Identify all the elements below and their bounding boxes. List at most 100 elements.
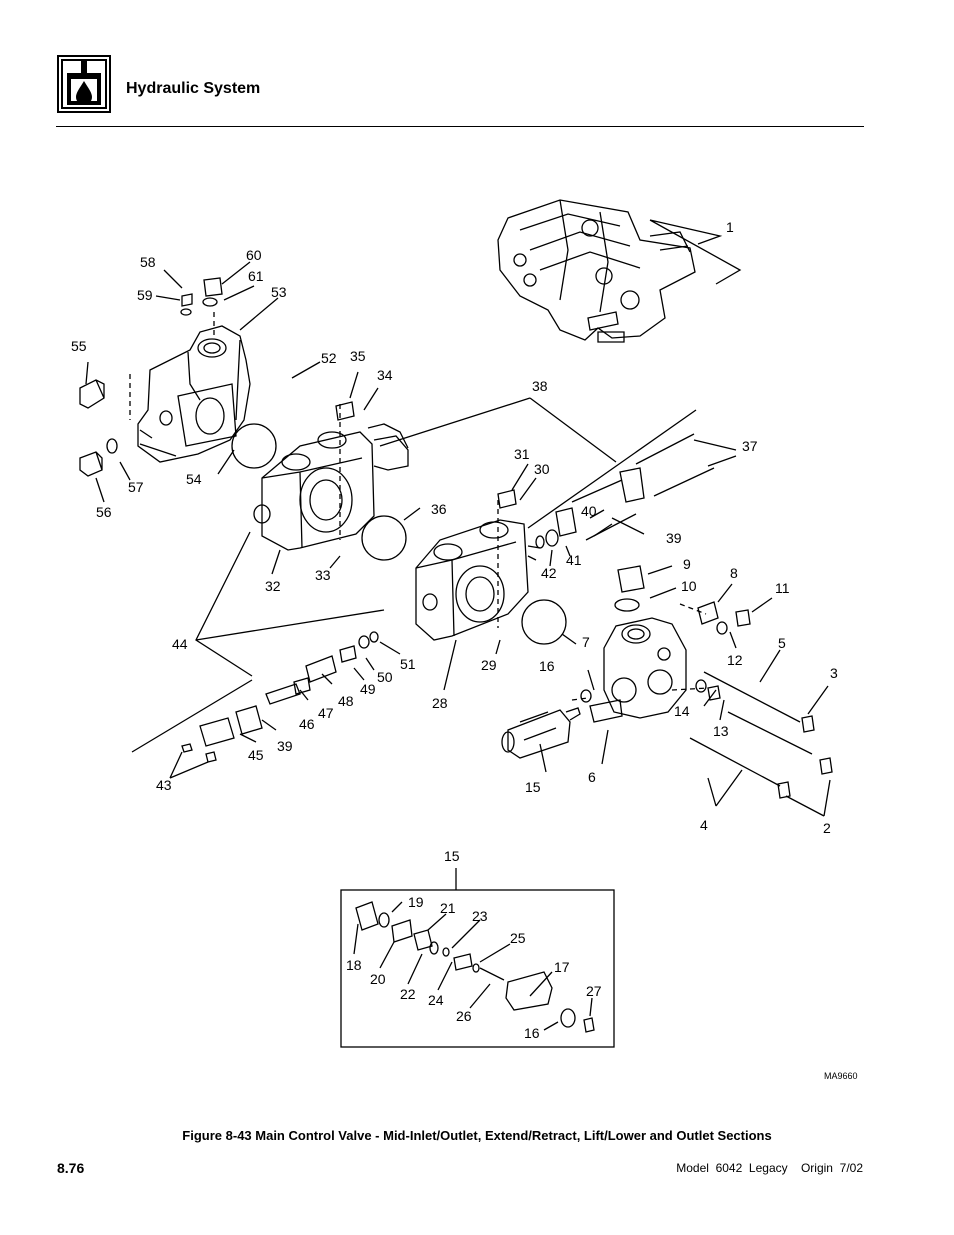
model-info: Model 6042 Legacy Origin 7/02: [676, 1161, 863, 1175]
callout-49: 49: [360, 681, 376, 697]
callout-5: 5: [778, 635, 786, 651]
screw-43a: [181, 743, 193, 753]
callout-47: 47: [318, 705, 334, 721]
gasket-39a: [619, 467, 645, 503]
callout-41: 41: [566, 552, 582, 568]
callout-18: 18: [346, 957, 362, 973]
part-47: [293, 677, 311, 695]
fitting-58: [181, 293, 193, 307]
callout-26: 26: [456, 1008, 472, 1024]
bracket-38: [379, 397, 617, 463]
leader-1: [649, 219, 742, 285]
callout-1: 1: [726, 219, 734, 235]
rod-37a: [635, 433, 695, 465]
fitting-13: [707, 685, 721, 701]
assembled-valve-drawing: [497, 199, 696, 343]
callout-9: 9: [683, 556, 691, 572]
callout-8: 8: [730, 565, 738, 581]
relief-valve-drawing: [501, 707, 581, 759]
callout-20: 20: [370, 971, 386, 987]
callout-53: 53: [271, 284, 287, 300]
screw-43b: [205, 751, 217, 763]
gasket-39b: [555, 507, 577, 537]
callout-11: 11: [775, 580, 790, 596]
callout-24: 24: [428, 992, 444, 1008]
hydraulic-logo-icon: [57, 55, 111, 113]
o-ring-7: [521, 599, 567, 645]
callout-4: 4: [700, 817, 708, 833]
bracket-37-39: [527, 409, 697, 529]
bracket-43: [131, 679, 253, 779]
callout-2: 2: [823, 820, 831, 836]
callout-42: 42: [541, 565, 557, 581]
callout-31: 31: [514, 446, 530, 462]
part-46: [265, 683, 301, 705]
inset-box: [340, 889, 615, 1048]
drawing-code: MA9660: [824, 1071, 858, 1081]
bracket-2: [785, 779, 831, 817]
callout-52: 52: [321, 350, 337, 366]
callout-57: 57: [128, 479, 144, 495]
callout-36: 36: [431, 501, 447, 517]
bracket-44: [195, 531, 385, 677]
callout-12: 12: [727, 652, 743, 668]
figure-caption: Figure 8-43 Main Control Valve - Mid-Inl…: [182, 1128, 772, 1143]
o-ring-54: [231, 423, 277, 469]
callout-58: 58: [140, 254, 156, 270]
callout-15: 15: [525, 779, 541, 795]
tie-rod-4: [689, 737, 781, 787]
callout-27: 27: [586, 983, 602, 999]
mid-inlet-section-drawing: [137, 325, 251, 463]
callout-39-lower: 39: [277, 738, 293, 754]
callout-34: 34: [377, 367, 393, 383]
part-35: [335, 401, 355, 421]
lift-lower-section-drawing: [415, 519, 541, 641]
part-49: [339, 645, 357, 663]
callout-16-inset: 16: [524, 1025, 540, 1041]
callout-6: 6: [588, 769, 596, 785]
callout-40: 40: [581, 503, 597, 519]
callout-59: 59: [137, 287, 153, 303]
part-31: [497, 489, 517, 509]
callout-32: 32: [265, 578, 281, 594]
plug-56: [79, 451, 103, 477]
callout-38: 38: [532, 378, 548, 394]
o-ring-36: [361, 515, 407, 561]
fitting-8: [697, 601, 719, 625]
page-number: 8.76: [57, 1160, 85, 1176]
callout-43: 43: [156, 777, 172, 793]
callout-10: 10: [681, 578, 697, 594]
callout-30: 30: [534, 461, 550, 477]
callout-50: 50: [377, 669, 393, 685]
spring-48: [305, 655, 337, 683]
tie-rod-5: [703, 671, 801, 723]
callout-16: 16: [539, 658, 555, 674]
fitting-11: [735, 609, 751, 627]
part-45: [199, 717, 235, 747]
callout-labels: 1 2 3 4 5 6 7 8 9 10 11 12 13 14 15 16 1…: [71, 219, 838, 1041]
callout-23: 23: [472, 908, 488, 924]
extend-retract-section-drawing: [253, 423, 409, 551]
callout-39: 39: [666, 530, 682, 546]
callout-29: 29: [481, 657, 497, 673]
callout-48: 48: [338, 693, 354, 709]
plug-9: [617, 565, 645, 593]
rod-40a: [571, 479, 623, 503]
gasket-39c: [235, 705, 263, 735]
nut-3: [801, 715, 815, 733]
callout-44: 44: [172, 636, 188, 652]
callout-19: 19: [408, 894, 424, 910]
callout-22: 22: [400, 986, 416, 1002]
callout-54: 54: [186, 471, 202, 487]
callout-13: 13: [713, 723, 729, 739]
nut-2b: [777, 781, 791, 799]
callout-51: 51: [400, 656, 416, 672]
rod-37b: [653, 467, 715, 497]
callout-21: 21: [440, 900, 456, 916]
callout-61: 61: [248, 268, 264, 284]
plug-55: [79, 379, 105, 409]
callout-7: 7: [582, 634, 590, 650]
callout-56: 56: [96, 504, 112, 520]
callout-17: 17: [554, 959, 570, 975]
